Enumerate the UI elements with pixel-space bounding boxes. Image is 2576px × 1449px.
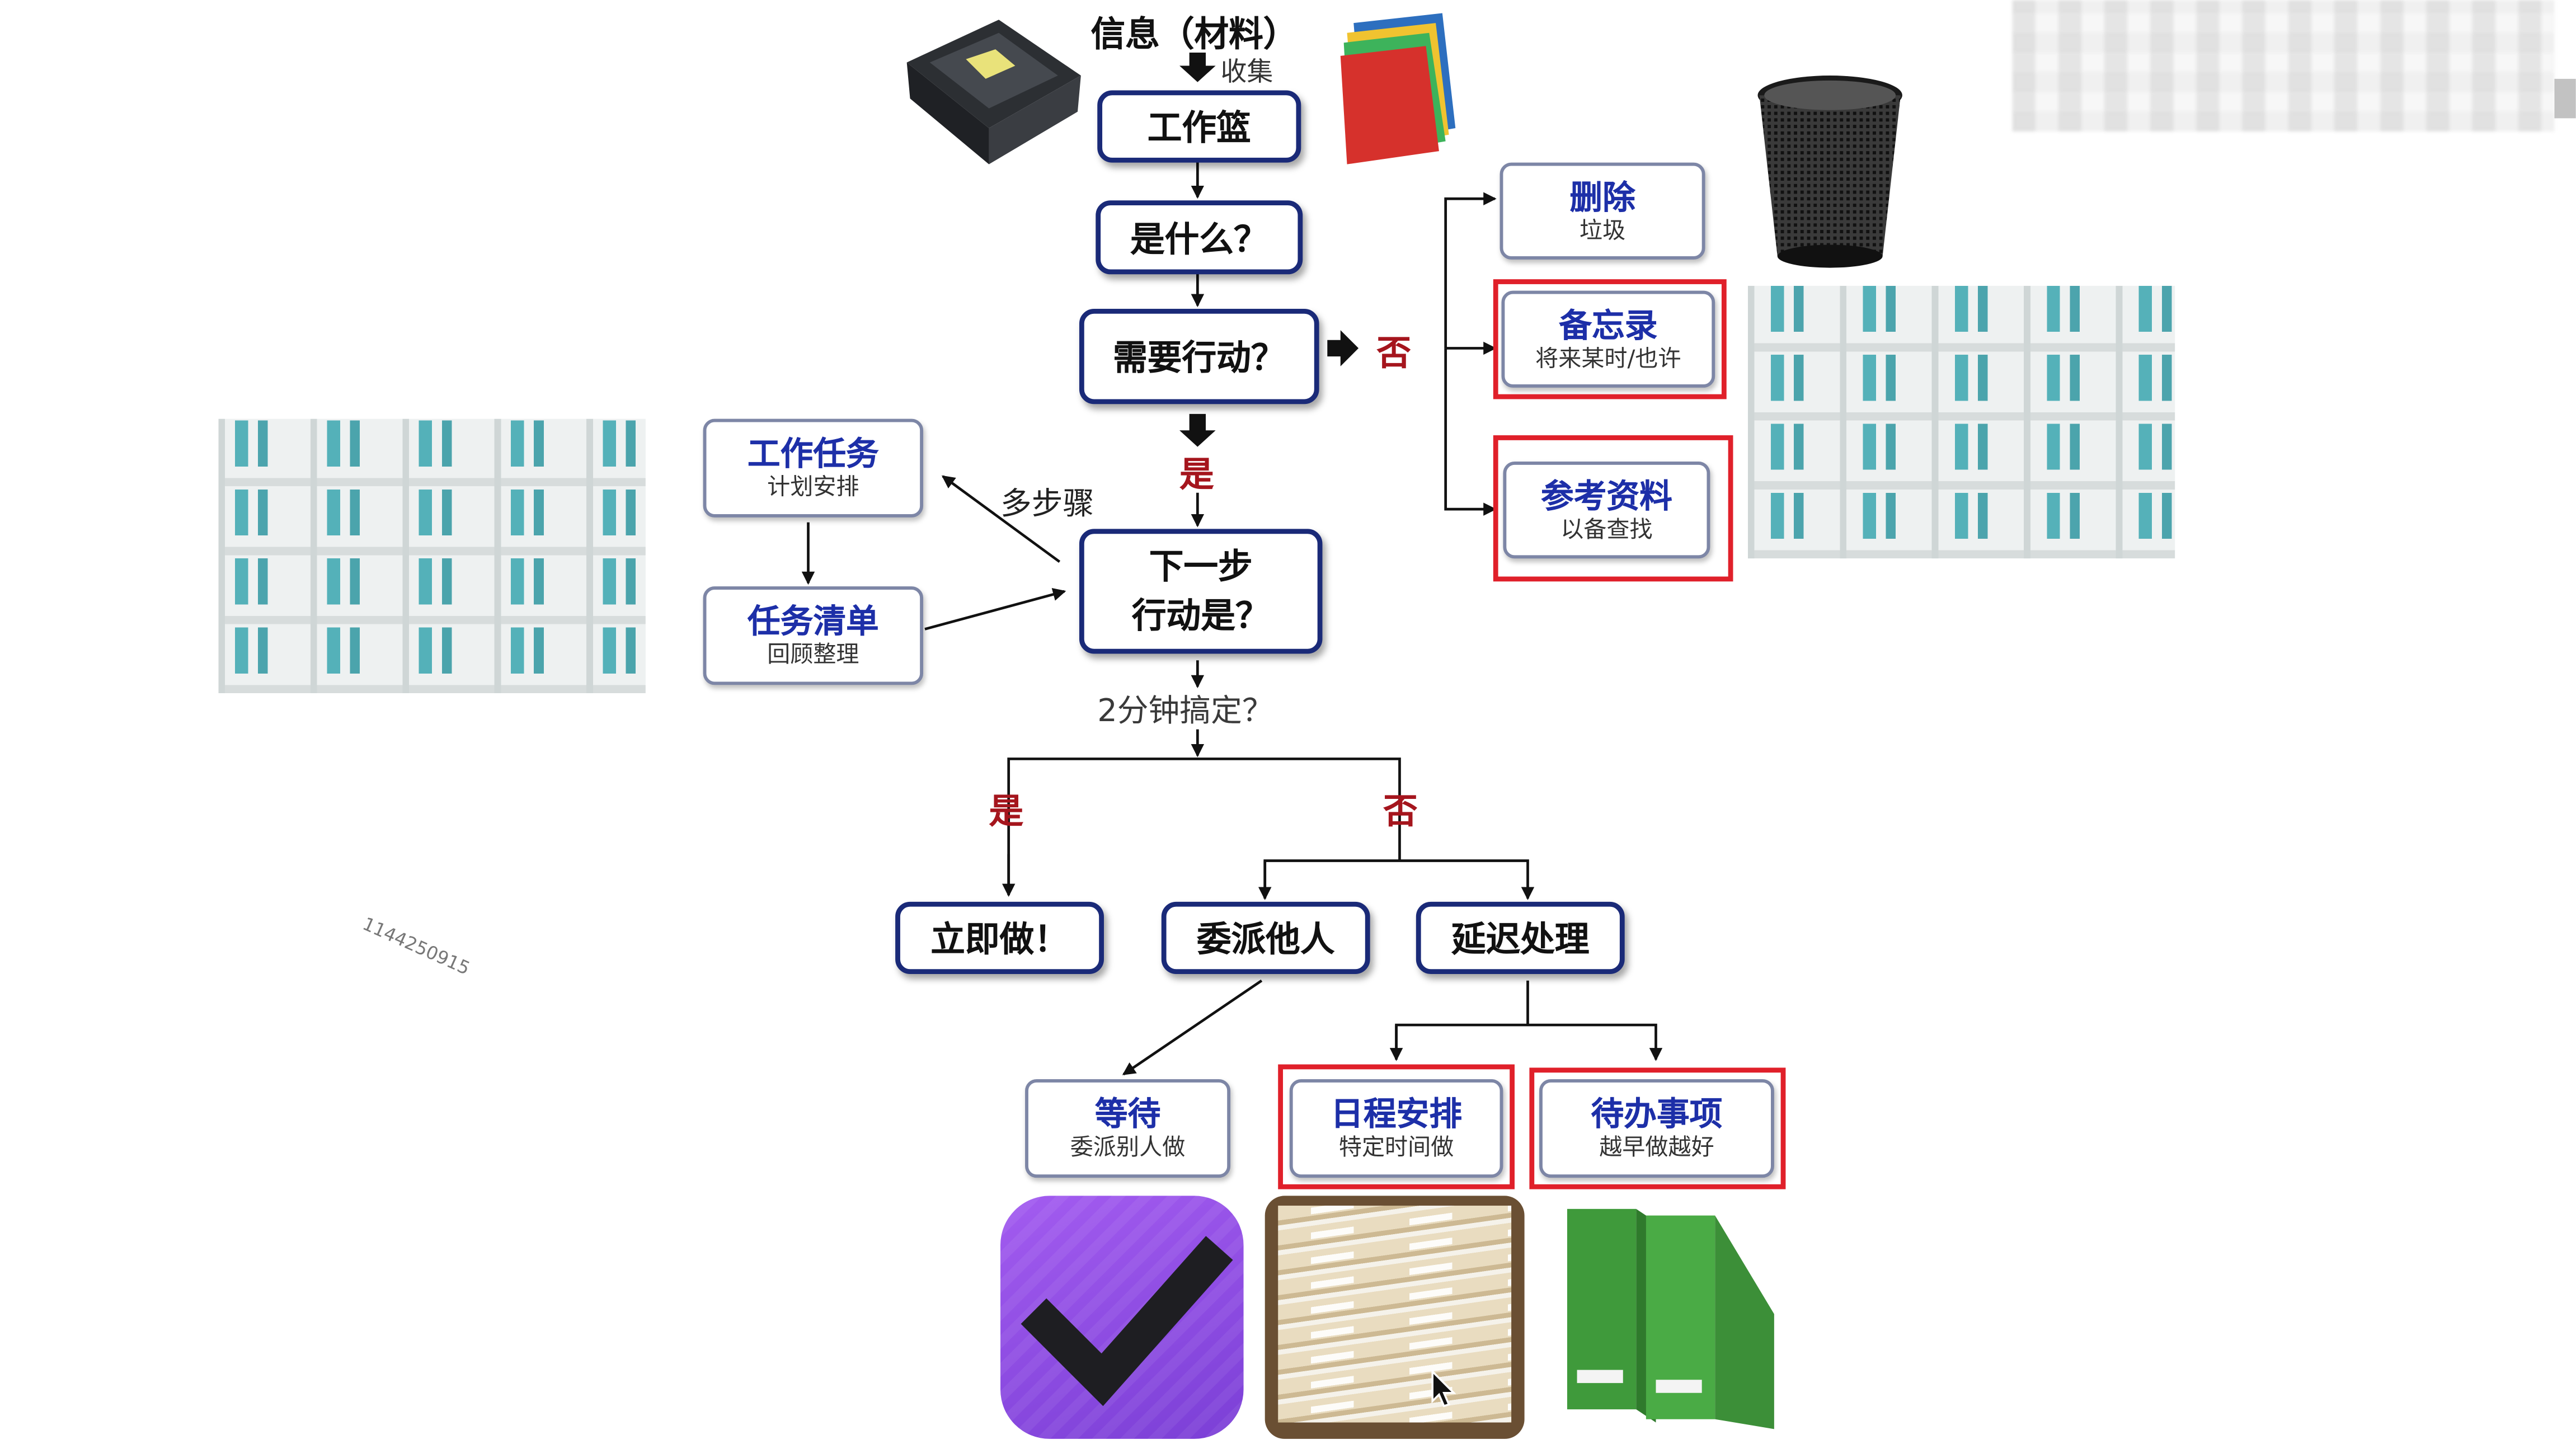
delegate-node[interactable]: 委派他人: [1161, 901, 1370, 975]
someday-highlight: [1493, 279, 1727, 399]
hanging-files-image: [1265, 1196, 1525, 1439]
defer-node[interactable]: 延迟处理: [1416, 901, 1625, 975]
what-node-label: 是什么？: [1130, 219, 1268, 259]
delegate-label: 委派他人: [1196, 920, 1335, 959]
someday-node[interactable]: 备忘录 将来某时/也许: [1501, 290, 1715, 388]
file-folders-icon: [1340, 13, 1456, 164]
bookshelf-left-image: [218, 418, 646, 693]
todo-highlight: [1529, 1067, 1786, 1189]
reference-node[interactable]: 参考资料 以备查找: [1503, 462, 1710, 559]
do-now-label: 立即做！: [930, 920, 1069, 959]
todo-sub: 越早做越好: [1599, 1135, 1714, 1161]
calendar-highlight: [1278, 1064, 1515, 1189]
reference-highlight: [1493, 435, 1733, 582]
actionable-node-label: 需要行动？: [1113, 338, 1286, 378]
todo-title: 待办事项: [1591, 1094, 1723, 1133]
two-minute-label: 2分钟搞定？: [1097, 693, 1273, 730]
no-label-right: 否: [1383, 792, 1418, 831]
magazine-file-holders-icon: [1567, 1208, 1774, 1429]
mouse-cursor-icon: [1431, 1370, 1456, 1408]
delete-node[interactable]: 删除 垃圾: [1499, 162, 1705, 260]
actionable-node[interactable]: 需要行动？: [1079, 308, 1319, 404]
multi-step-label: 多步骤: [1000, 486, 1094, 523]
defer-label: 延迟处理: [1451, 920, 1590, 959]
calendar-node[interactable]: 日程安排 特定时间做: [1289, 1079, 1503, 1178]
no-label-top: 否: [1376, 333, 1412, 373]
yes-label-mid: 是: [1179, 455, 1214, 495]
next-action-line2: 行动是？: [1131, 596, 1270, 636]
inbox-node[interactable]: 工作篮: [1097, 90, 1301, 163]
waiting-title: 等待: [1094, 1094, 1161, 1133]
waiting-sub: 委派别人做: [1070, 1135, 1186, 1161]
yes-label-left: 是: [989, 792, 1024, 831]
next-action-line1: 下一步: [1149, 547, 1253, 587]
flow-title: 信息（材料）: [1090, 15, 1298, 54]
what-node[interactable]: 是什么？: [1096, 200, 1303, 275]
omnifocus-check-icon: [1000, 1196, 1244, 1439]
tasklist-sub: 回顾整理: [767, 642, 859, 669]
someday-title: 备忘录: [1559, 304, 1658, 345]
someday-sub: 将来某时/也许: [1535, 346, 1681, 373]
reference-sub: 以备查找: [1560, 516, 1653, 543]
calendar-sub: 特定时间做: [1338, 1135, 1454, 1161]
calendar-title: 日程安排: [1331, 1094, 1463, 1133]
collect-label: 收集: [1220, 55, 1273, 87]
delete-sub: 垃圾: [1579, 218, 1626, 244]
inbox-node-label: 工作篮: [1147, 108, 1251, 148]
waiting-node[interactable]: 等待 委派别人做: [1025, 1079, 1231, 1178]
todo-node[interactable]: 待办事项 越早做越好: [1539, 1079, 1774, 1178]
trash-can-icon: [1757, 76, 1902, 268]
tasklist-node[interactable]: 任务清单 回顾整理: [703, 586, 924, 685]
delete-title: 删除: [1569, 176, 1635, 217]
project-title: 工作任务: [747, 434, 879, 473]
tasklist-title: 任务清单: [747, 601, 879, 641]
do-now-node[interactable]: 立即做！: [895, 901, 1104, 975]
project-node[interactable]: 工作任务 计划安排: [703, 418, 924, 518]
bookshelf-right-image: [1747, 285, 2175, 559]
next-action-node[interactable]: 下一步 行动是？: [1079, 529, 1323, 654]
reference-title: 参考资料: [1540, 475, 1672, 515]
inbox-tray-icon: [906, 20, 1081, 164]
project-sub: 计划安排: [767, 474, 859, 501]
blurred-region: [2012, 0, 2555, 131]
